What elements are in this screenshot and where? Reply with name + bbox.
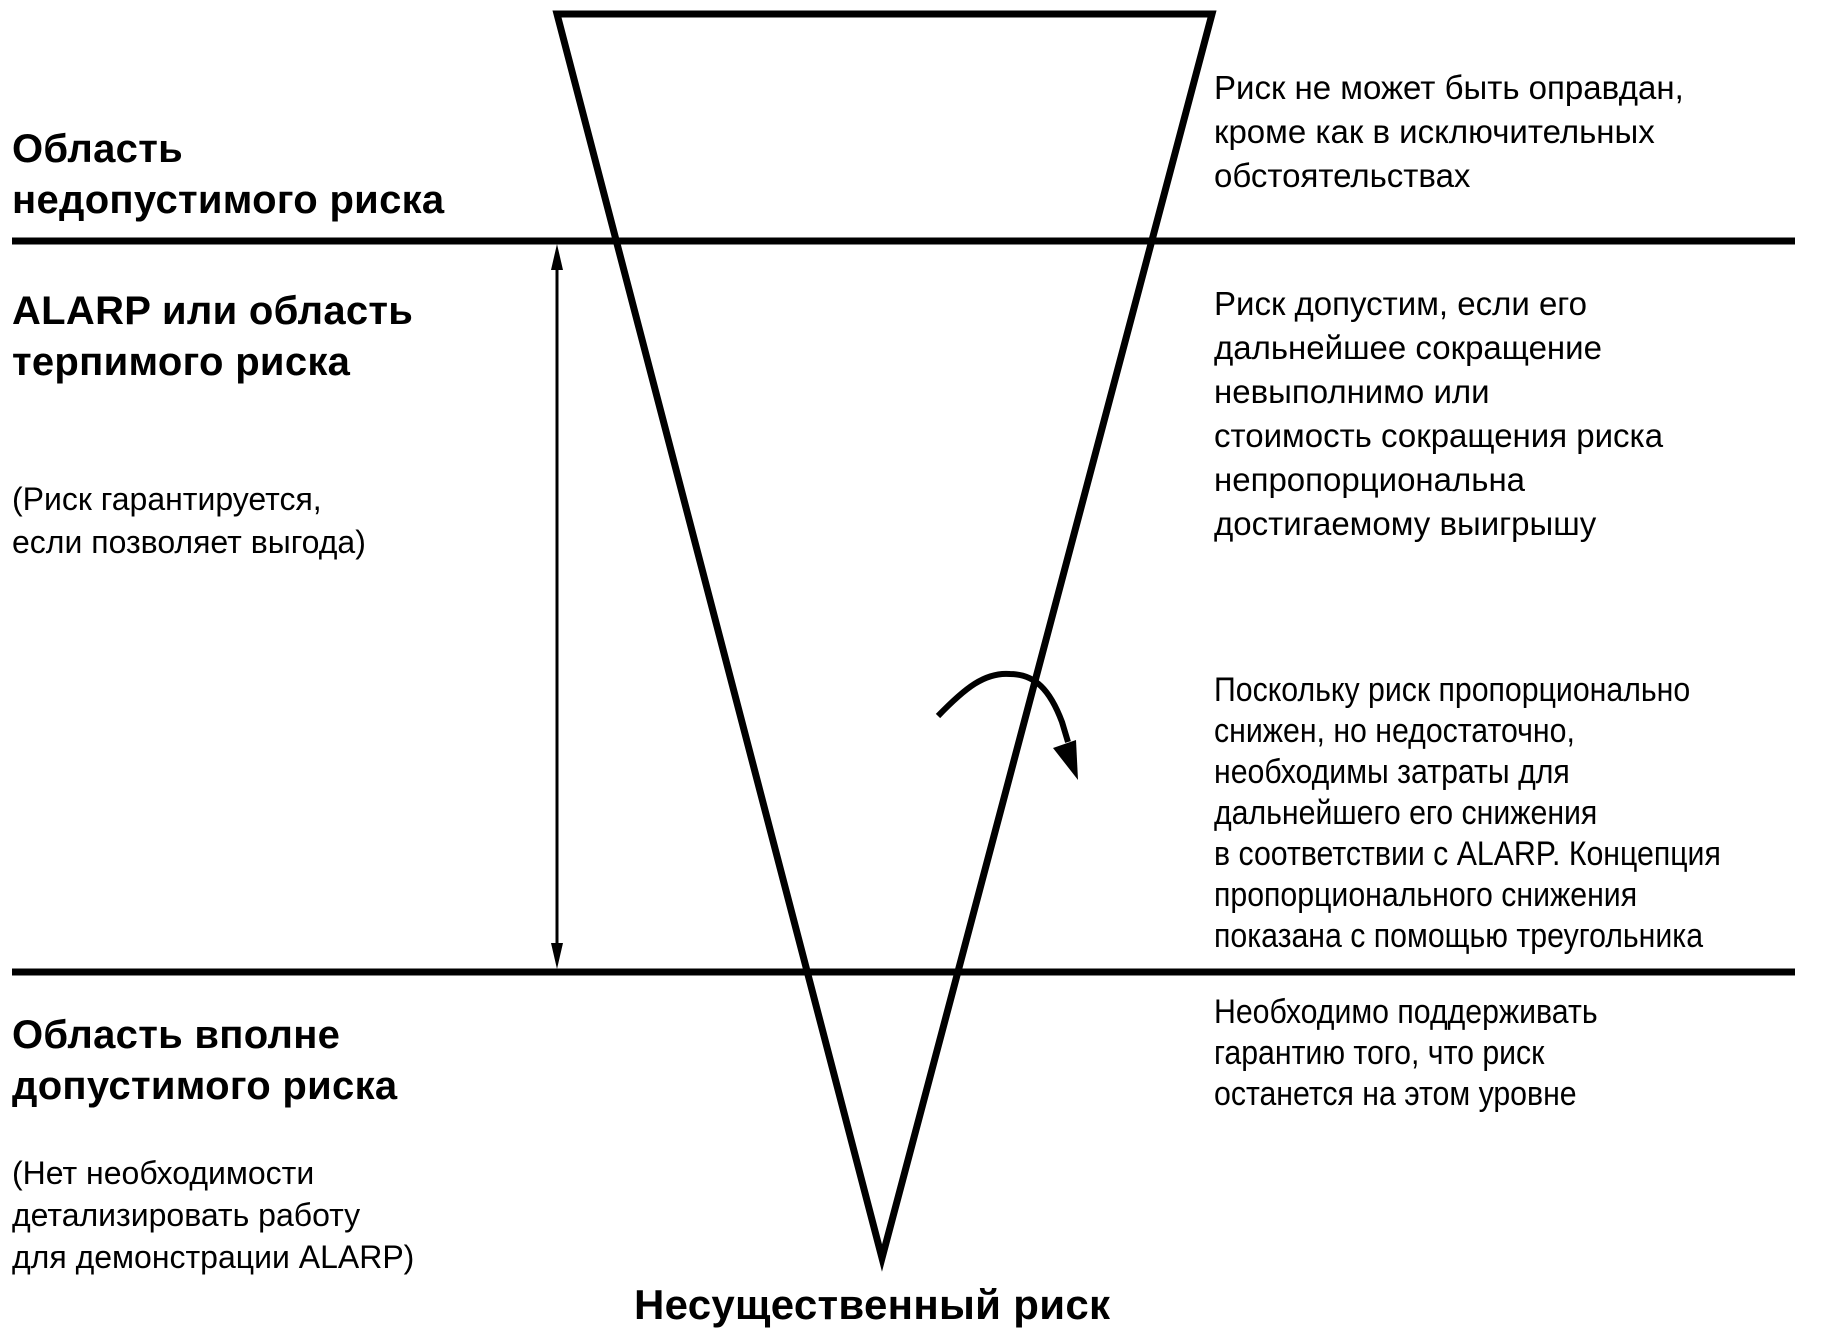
description-line: гарантию того, что риск (1214, 1034, 1545, 1072)
curved-arrow-icon (935, 670, 1078, 780)
label-line: терпимого риска (12, 340, 351, 384)
label-unacceptable-region: Область недопустимого риска (12, 124, 444, 226)
note-acceptable-region: (Нет необходимости детализировать работу… (12, 1152, 414, 1278)
risk-triangle (552, 10, 1217, 1272)
label-line: ALARP или область (12, 289, 414, 333)
note-line: детализировать работу (12, 1197, 361, 1233)
label-alarp-region: ALARP или область терпимого риска (12, 286, 413, 388)
description-line: невыполнимо или (1214, 373, 1490, 410)
label-line: допустимого риска (12, 1064, 398, 1108)
description-line: пропорционального снижения (1214, 876, 1638, 914)
description-tolerable: Риск допустим, если его дальнейшее сокра… (1214, 282, 1663, 546)
note-line: (Нет необходимости (12, 1155, 315, 1191)
alarp-range-arrow-icon (551, 244, 563, 969)
label-acceptable-region: Область вполне допустимого риска (12, 1010, 397, 1112)
label-line: недопустимого риска (12, 178, 445, 222)
description-line: непропорциональна (1214, 461, 1526, 498)
note-line: для демонстрации ALARP) (12, 1239, 415, 1275)
note-alarp-region: (Риск гарантируется, если позволяет выго… (12, 478, 366, 564)
description-line: Риск допустим, если его (1214, 285, 1587, 322)
description-acceptable: Необходимо поддерживать гарантию того, ч… (1214, 992, 1598, 1115)
label-negligible-risk: Несущественный риск (634, 1281, 1111, 1328)
description-line: Риск не может быть оправдан, (1214, 69, 1684, 106)
description-line: обстоятельствах (1214, 157, 1471, 194)
description-line: кроме как в исключительных (1214, 113, 1655, 150)
description-unacceptable: Риск не может быть оправдан, кроме как в… (1214, 66, 1684, 198)
note-line: (Риск гарантируется, (12, 481, 322, 517)
description-line: показана с помощью треугольника (1214, 917, 1704, 955)
description-line: дальнейшее сокращение (1214, 329, 1602, 366)
description-line: Поскольку риск пропорционально (1214, 671, 1691, 709)
description-proportional-reduction: Поскольку риск пропорционально снижен, н… (1214, 670, 1721, 957)
description-line: стоимость сокращения риска (1214, 417, 1664, 454)
note-line: если позволяет выгода) (12, 524, 366, 560)
label-line: Область (12, 127, 184, 171)
description-line: дальнейшего его снижения (1214, 794, 1598, 832)
description-line: останется на этом уровне (1214, 1075, 1577, 1113)
description-line: достигаемому выигрышу (1214, 505, 1597, 542)
description-line: снижен, но недостаточно, (1214, 712, 1575, 750)
description-line: Необходимо поддерживать (1214, 993, 1598, 1031)
description-line: необходимы затраты для (1214, 753, 1570, 791)
description-line: в соответствии с ALARP. Концепция (1214, 835, 1721, 873)
label-line: Область вполне (12, 1013, 341, 1057)
